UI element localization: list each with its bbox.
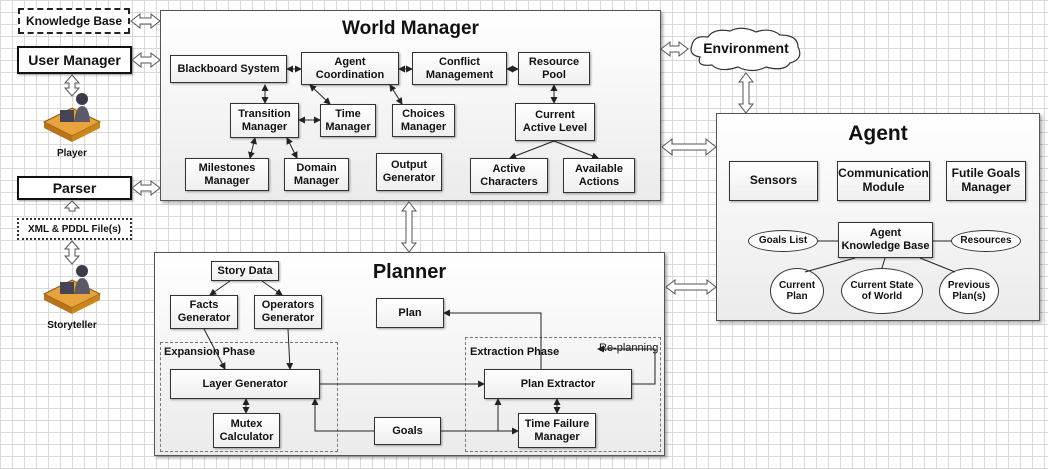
kb-wm-arrow xyxy=(130,12,161,30)
replanning-label: Re-planning xyxy=(599,342,659,354)
current-state-of-world-node: Current State of World xyxy=(841,268,923,314)
user-manager-box: User Manager xyxy=(17,46,132,74)
player-icon xyxy=(42,93,102,142)
xml-pddl-files-box: XML & PDDL File(s) xyxy=(17,218,132,240)
agent-title: Agent xyxy=(848,122,908,145)
parser-xml-arrow xyxy=(63,200,81,212)
expansion-phase-label: Expansion Phase xyxy=(164,346,256,358)
layer-generator-box: Layer Generator xyxy=(170,369,320,399)
wm-planner-arrow xyxy=(400,201,418,253)
agent-links xyxy=(804,240,956,273)
planner-title: Planner xyxy=(372,261,447,283)
active-characters-box: Active Characters xyxy=(470,158,548,193)
blackboard-system-box: Blackboard System xyxy=(170,55,287,83)
transition-manager-box: Transition Manager xyxy=(230,103,299,138)
goals-list-node: Goals List xyxy=(748,230,818,252)
output-generator-box: Output Generator xyxy=(376,153,442,191)
planner-links xyxy=(203,280,656,435)
operators-generator-box: Operators Generator xyxy=(254,295,322,329)
communication-module-box: Communication Module xyxy=(837,161,930,201)
current-plan-node: Current Plan xyxy=(770,268,824,314)
um-wm-arrow xyxy=(131,51,161,69)
extraction-phase-region xyxy=(465,337,661,452)
world-manager-title: World Manager xyxy=(342,18,479,39)
goals-box: Goals xyxy=(374,417,441,445)
environment-label: Environment xyxy=(703,40,789,56)
extraction-phase-label: Extraction Phase xyxy=(470,346,560,358)
previous-plans-node: Previous Plan(s) xyxy=(939,268,999,314)
story-data-box: Story Data xyxy=(211,261,279,281)
storyteller-caption: Storyteller xyxy=(47,320,97,331)
parser-wm-arrow xyxy=(131,179,161,197)
agent-knowledge-base-box: Agent Knowledge Base xyxy=(838,222,933,258)
agent-coordination-box: Agent Coordination xyxy=(301,52,399,85)
xml-storyteller-arrow xyxy=(63,240,81,265)
environment-cloud xyxy=(690,27,801,72)
storyteller-icon xyxy=(42,265,102,314)
time-failure-manager-box: Time Failure Manager xyxy=(518,413,596,448)
available-actions-box: Available Actions xyxy=(563,158,635,193)
resources-node: Resources xyxy=(951,230,1021,252)
current-active-level-box: Current Active Level xyxy=(515,103,595,141)
sensors-box: Sensors xyxy=(729,161,818,201)
planner-agent-arrow xyxy=(665,278,717,296)
milestones-manager-box: Milestones Manager xyxy=(185,158,269,191)
futile-goals-manager-box: Futile Goals Manager xyxy=(946,161,1026,201)
player-caption: Player xyxy=(56,148,88,159)
knowledge-base-box: Knowledge Base xyxy=(18,8,130,34)
env-agent-arrow xyxy=(737,72,755,114)
um-player-arrow xyxy=(63,74,81,97)
wm-agent-arrow xyxy=(661,137,717,157)
expansion-phase-region xyxy=(160,342,338,452)
domain-manager-box: Domain Manager xyxy=(284,158,349,191)
choices-manager-box: Choices Manager xyxy=(392,104,455,137)
wm-links xyxy=(248,65,599,160)
facts-generator-box: Facts Generator xyxy=(170,295,238,329)
time-manager-box: Time Manager xyxy=(320,104,376,137)
conflict-management-box: Conflict Management xyxy=(412,52,507,85)
parser-box: Parser xyxy=(17,176,132,200)
wm-env-arrow xyxy=(660,40,689,58)
